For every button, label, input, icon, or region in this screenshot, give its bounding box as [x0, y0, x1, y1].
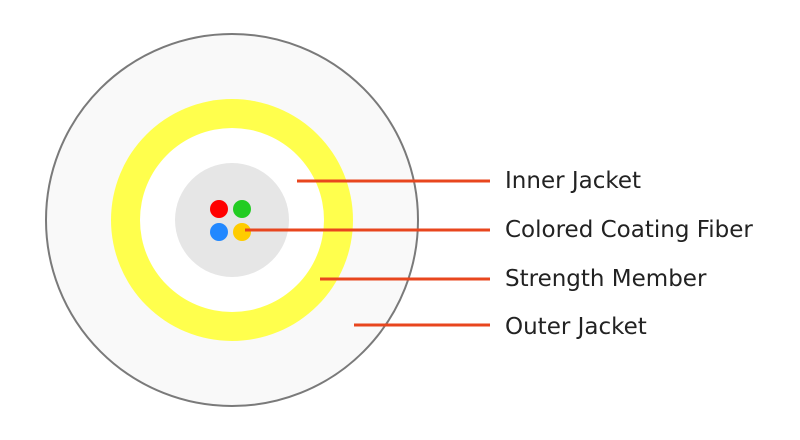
fiber-green [233, 200, 251, 218]
inner-jacket-label: Inner Jacket [505, 168, 642, 194]
fiber-yellow [233, 223, 251, 241]
fiber-red [210, 200, 228, 218]
fiber-blue [210, 223, 228, 241]
core-circle [175, 163, 289, 277]
colored-coating-fiber-label: Colored Coating Fiber [505, 217, 753, 243]
strength-member-label: Strength Member [505, 266, 707, 292]
outer-jacket-label: Outer Jacket [505, 314, 647, 340]
